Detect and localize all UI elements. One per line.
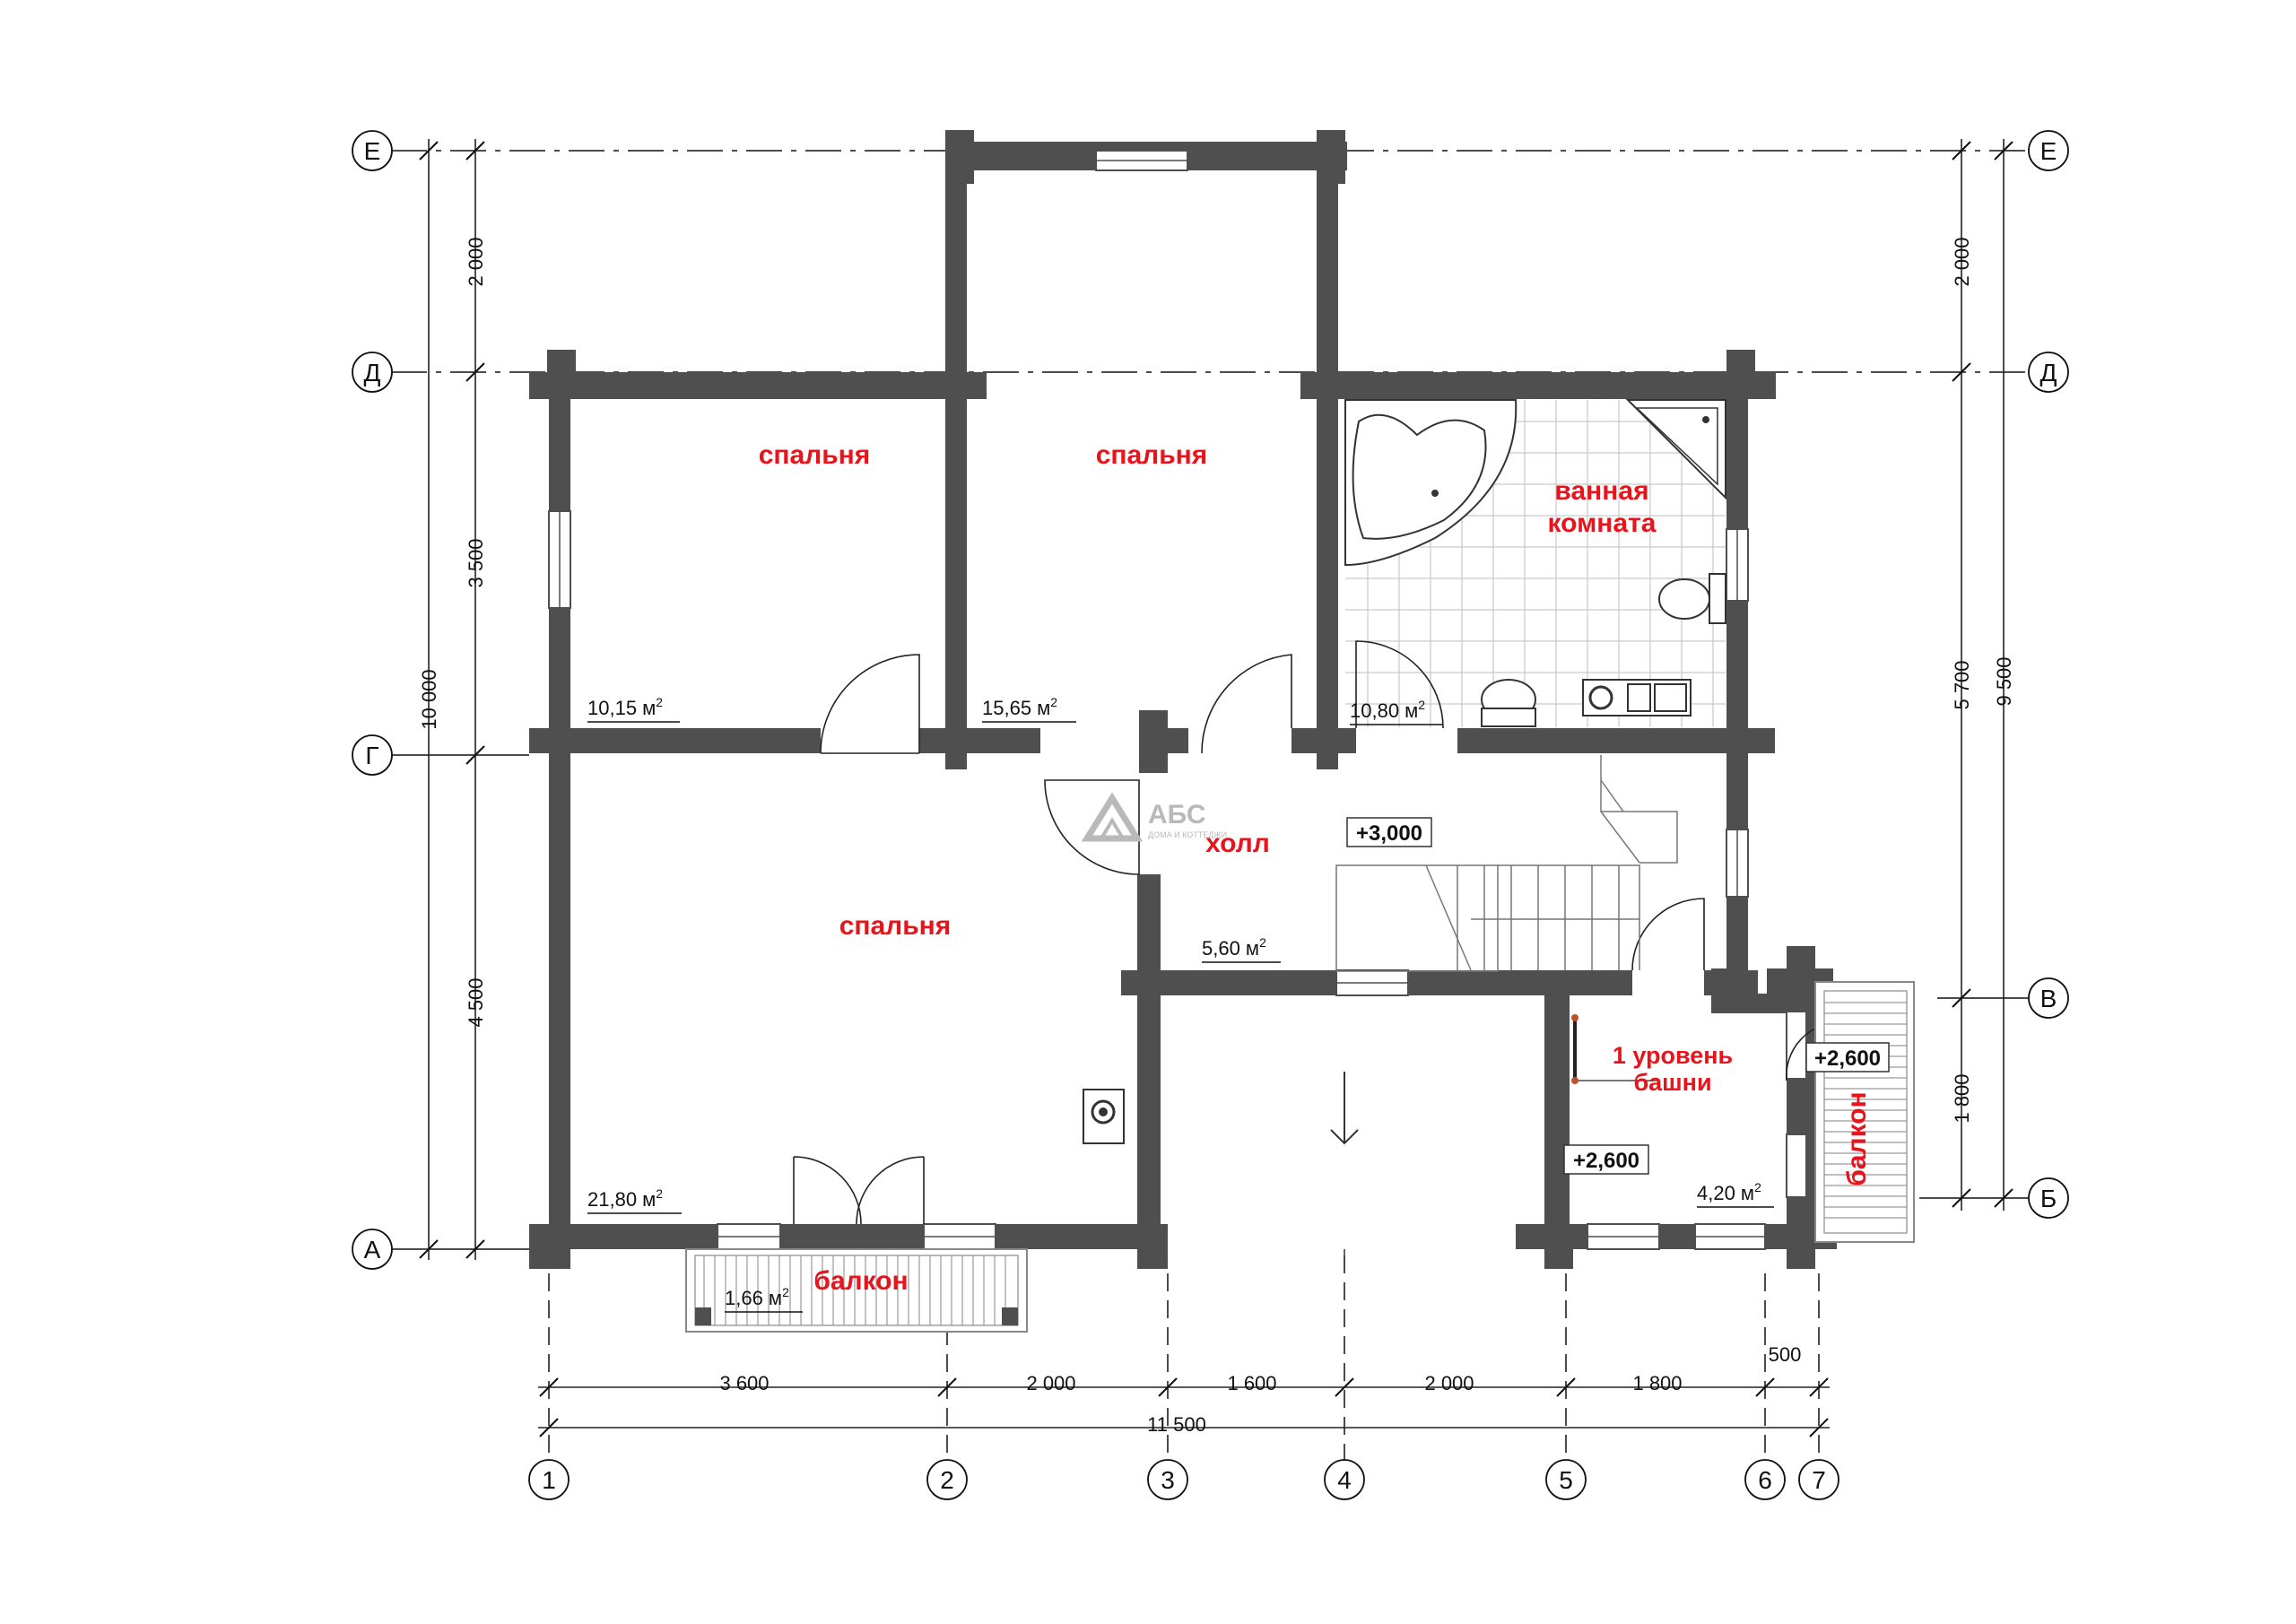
- level-hall: +3,000: [1356, 821, 1422, 846]
- area-bathroom: 10,80 м2: [1350, 698, 1425, 722]
- axis-E-left: Е: [364, 137, 381, 165]
- right-dimensions: 2 000 5 700 1 800 9 500: [1951, 139, 2015, 1211]
- dim-bottom-3: 1 600: [1227, 1372, 1276, 1394]
- stairs: [1335, 755, 1678, 972]
- logo-tagline: ДОМА И КОТТЕДЖИ: [1148, 830, 1227, 839]
- dim-right-1: 2 000: [1951, 237, 1973, 286]
- dim-bottom-1: 3 600: [719, 1372, 769, 1394]
- level-tower: +2,600: [1573, 1149, 1639, 1173]
- dim-right-2: 5 700: [1951, 660, 1973, 709]
- axis-labels: Е Д Г А Е Д В Б 1 2 3 4 5 6 7: [364, 137, 2057, 1494]
- bottom-dimensions: 3 600 2 000 1 600 2 000 1 800 500 11 500: [538, 1343, 1830, 1437]
- room-tower-line2: башни: [1633, 1069, 1711, 1096]
- axis-G-left: Г: [365, 742, 378, 769]
- dim-right-3: 1 800: [1951, 1073, 1973, 1123]
- level-balcony: +2,600: [1814, 1046, 1881, 1071]
- room-bedroom-3: спальня: [839, 911, 952, 941]
- room-tower-line1: 1 уровень: [1613, 1042, 1733, 1069]
- area-balcony-bottom: 1,66 м2: [725, 1285, 789, 1309]
- dim-bottom-2: 2 000: [1026, 1372, 1075, 1394]
- axis-E-right: Е: [2040, 137, 2057, 165]
- doors: [793, 640, 1841, 1225]
- dim-left-2: 3 500: [465, 538, 487, 587]
- logo-name: АБС: [1148, 800, 1206, 829]
- dim-bottom-4: 2 000: [1424, 1372, 1474, 1394]
- dim-bottom-6: 500: [1769, 1343, 1802, 1366]
- dim-left-1: 2 000: [465, 237, 487, 286]
- balcony-bottom-railing: [685, 1248, 1028, 1333]
- left-dimensions: 10 000 2 000 3 500 4 500: [418, 139, 487, 1260]
- area-bedroom-3: 21,80 м2: [587, 1186, 663, 1211]
- axis-V-right: В: [2040, 985, 2057, 1012]
- walls: [529, 130, 1837, 1269]
- abs-logo: АБС ДОМА И КОТТЕДЖИ: [1081, 792, 1227, 842]
- axis-A-left: А: [364, 1236, 381, 1264]
- room-bathroom-line1: ванная: [1554, 476, 1648, 506]
- room-bedroom-2: спальня: [1096, 440, 1208, 470]
- axis-2: 2: [940, 1466, 954, 1494]
- area-hall: 5,60 м2: [1202, 935, 1266, 960]
- axis-B-right: Б: [2040, 1185, 2057, 1212]
- axis-D-left: Д: [364, 359, 381, 386]
- dim-left-3: 4 500: [465, 977, 487, 1027]
- tower-ladder: [1571, 1014, 1659, 1084]
- axis-grid: [391, 150, 2054, 1471]
- room-balcony-right: балкон: [1842, 1091, 1872, 1185]
- axis-7: 7: [1812, 1466, 1826, 1494]
- axis-bubbles: [352, 130, 2069, 1500]
- axis-6: 6: [1758, 1466, 1772, 1494]
- down-arrow-icon: [1330, 1072, 1359, 1273]
- room-bedroom-1: спальня: [759, 440, 871, 470]
- axis-5: 5: [1559, 1466, 1573, 1494]
- axis-D-right: Д: [2040, 359, 2057, 386]
- dim-bottom-5: 1 800: [1632, 1372, 1682, 1394]
- room-balcony-bottom: балкон: [813, 1266, 908, 1296]
- area-labels: 10,15 м2 15,65 м2 10,80 м2 5,60 м2 21,80…: [587, 695, 1774, 1313]
- room-labels: спальня спальня ванная комната холл спал…: [759, 440, 1872, 1296]
- bathroom-fixtures: [1344, 399, 1726, 727]
- axis-3: 3: [1161, 1466, 1175, 1494]
- room-hall: холл: [1205, 829, 1270, 858]
- dim-bottom-total: 11 500: [1147, 1413, 1206, 1436]
- axis-4: 4: [1337, 1466, 1352, 1494]
- room-bathroom-line2: комната: [1548, 508, 1657, 538]
- windows: [548, 150, 1807, 1250]
- level-marks: +3,000 +2,600 +2,600: [1346, 817, 1890, 1175]
- area-bedroom-2: 15,65 м2: [982, 695, 1057, 719]
- balcony-right-railing: [1814, 981, 1915, 1243]
- dim-left-total: 10 000: [418, 669, 440, 729]
- dim-right-total: 9 500: [1993, 656, 2015, 706]
- axis-1: 1: [542, 1466, 556, 1494]
- area-bedroom-1: 10,15 м2: [587, 695, 663, 719]
- area-tower: 4,20 м2: [1697, 1180, 1761, 1204]
- stove-fixture: [1083, 1089, 1125, 1144]
